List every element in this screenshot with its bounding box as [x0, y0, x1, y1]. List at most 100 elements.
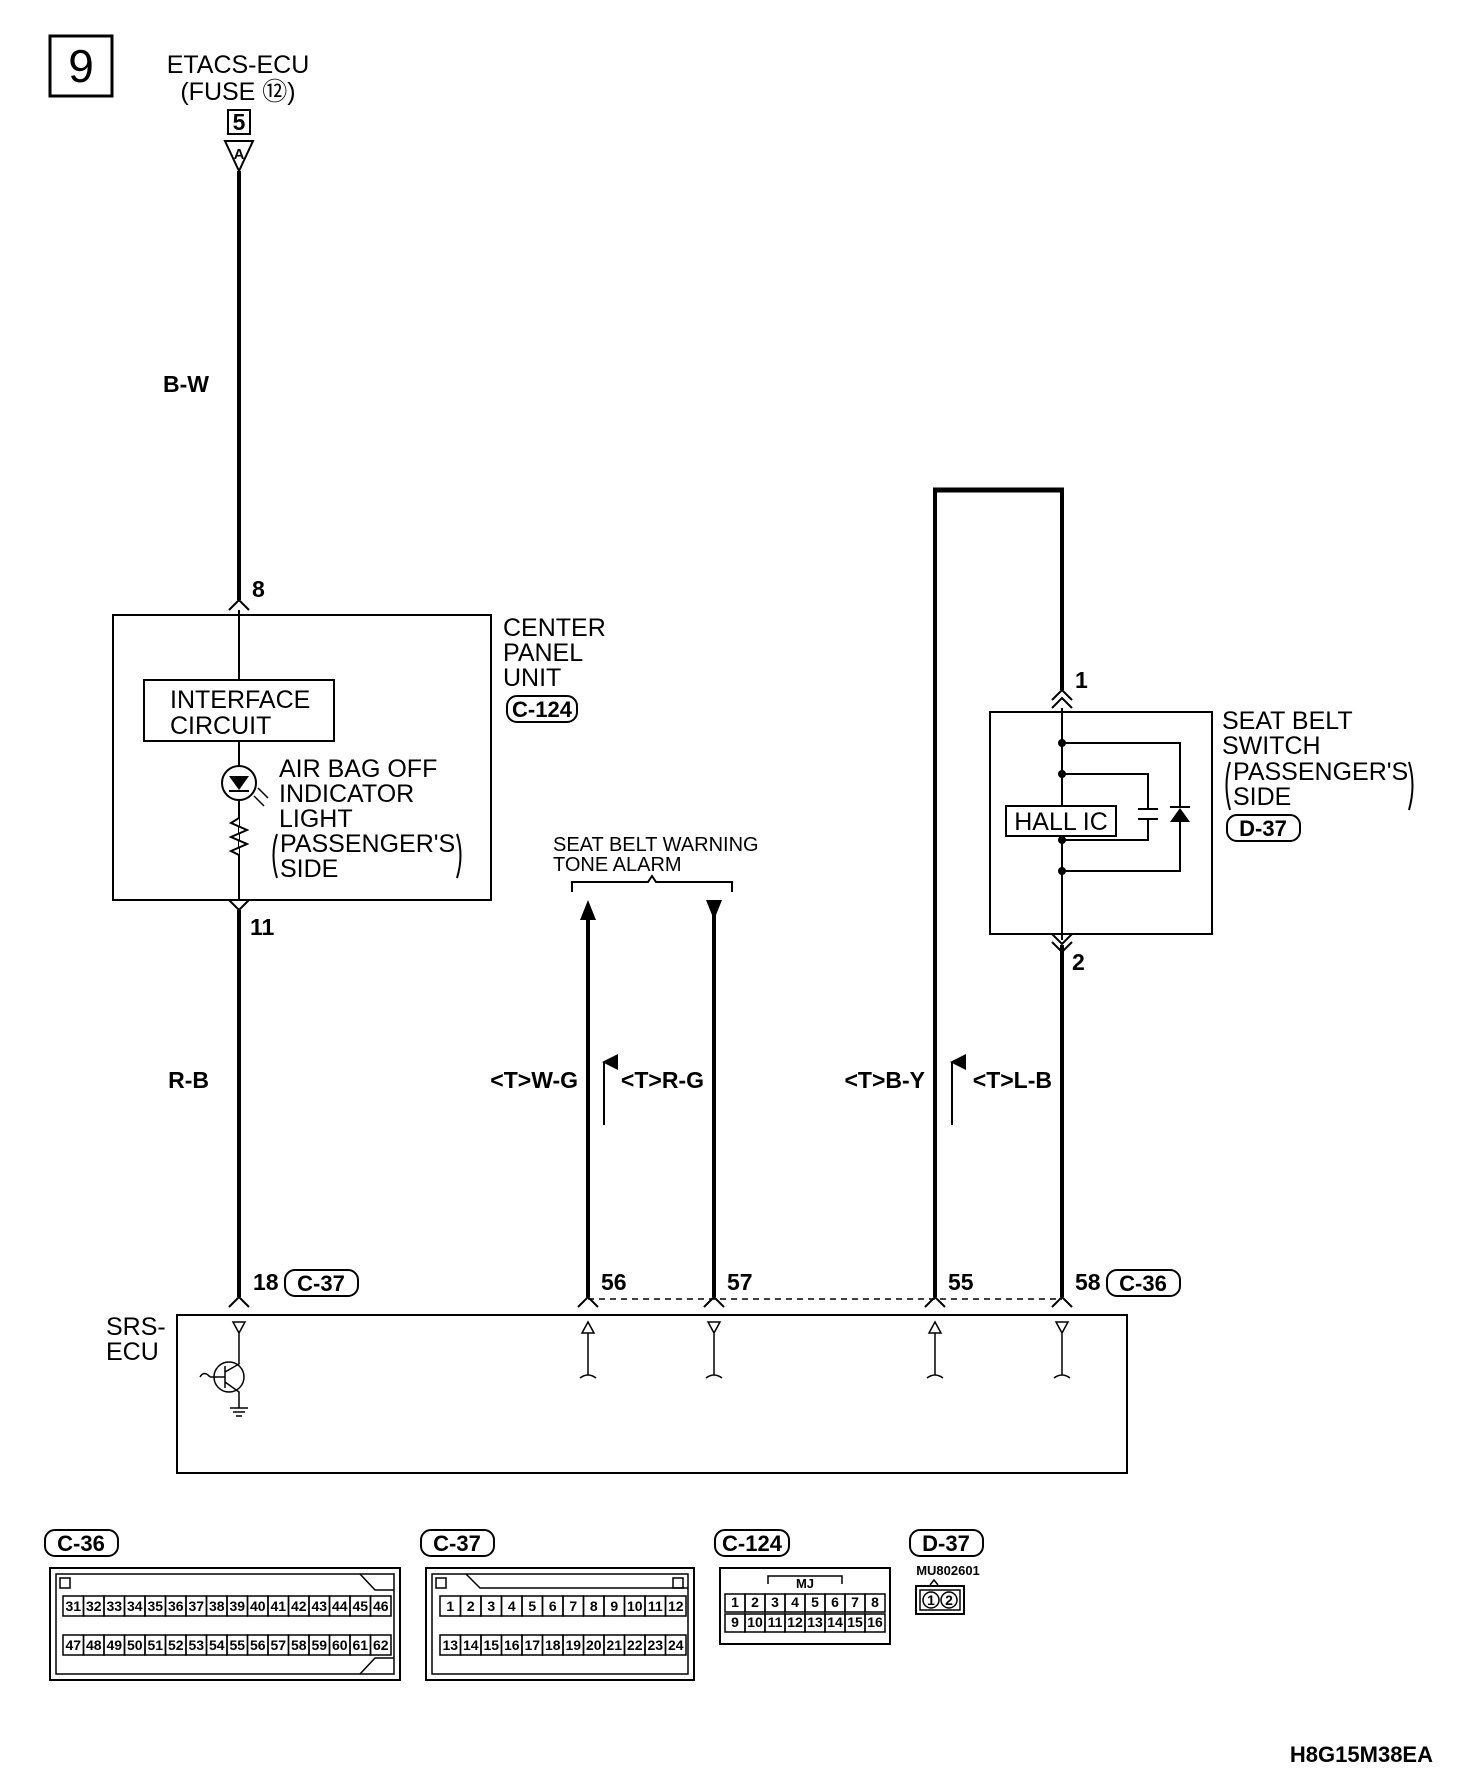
connector-pin-number: 3 [771, 1594, 779, 1610]
connector-pin-number: 12 [787, 1614, 803, 1630]
pin-11-label: 11 [250, 914, 275, 940]
d37-face-label: D-37 [922, 1531, 970, 1556]
connector-pin-number: 42 [291, 1598, 307, 1614]
c36-face-key [59, 1577, 71, 1589]
connector-pin-number: 51 [147, 1637, 163, 1653]
junction-dot-3 [1058, 836, 1066, 844]
connector-pin-number: 18 [545, 1637, 561, 1653]
connector-pin-number: 44 [332, 1598, 348, 1614]
indicator-line4: PASSENGER'S [280, 830, 455, 858]
pin-8-arrow [228, 598, 250, 611]
connector-pin-number: 55 [229, 1637, 245, 1653]
pin-55-label: 55 [948, 1269, 974, 1295]
srs-term-57 [705, 1321, 723, 1379]
connector-pin-number: 32 [86, 1598, 102, 1614]
connector-pin-number: 5 [811, 1594, 819, 1610]
connector-cavity [864, 1613, 886, 1633]
center-panel-line2: PANEL [503, 639, 583, 667]
connector-pin-number: 1 [731, 1594, 739, 1610]
connector-cavity [664, 1634, 687, 1656]
connector-pin-number: 39 [229, 1598, 245, 1614]
connector-pin-number: 48 [86, 1637, 102, 1653]
connector-pin-number: 12 [668, 1598, 684, 1614]
d37-label-box [1226, 814, 1301, 842]
connector-pin-number: 16 [504, 1637, 520, 1653]
c36-face-inner [55, 1573, 395, 1675]
wire-w-g-arrowhead [580, 900, 596, 920]
connector-pin-number: 20 [586, 1637, 602, 1653]
c37-face-label-box [420, 1529, 495, 1557]
junction-dot-4 [1058, 867, 1066, 875]
c36-face-label-box [44, 1529, 119, 1557]
connector-pin-number: 43 [311, 1598, 327, 1614]
connector-pin-number: 54 [209, 1637, 225, 1653]
resistor-icon [228, 808, 250, 870]
connector-pin-number: 6 [831, 1594, 839, 1610]
alarm-line1: SEAT BELT WARNING [553, 834, 759, 856]
center-panel-line1: CENTER [503, 614, 606, 642]
c37-face-inner [431, 1573, 689, 1675]
fuse-label: (FUSE ⑫) [180, 78, 295, 106]
c36-face [49, 1567, 401, 1681]
seat-belt-switch-line1: SEAT BELT [1222, 707, 1353, 735]
c124-face-label-box [714, 1529, 790, 1557]
d37-face-label-box [909, 1529, 984, 1557]
page-number: 9 [68, 40, 94, 92]
srs-pin-57-arrow [703, 1295, 725, 1308]
hall-ic-box [1005, 805, 1117, 837]
connector-pin-number: 56 [250, 1637, 266, 1653]
pin-1-arrow [1051, 688, 1073, 709]
seat-belt-switch-box [989, 711, 1213, 935]
alarm-line2: TONE ALARM [553, 854, 682, 876]
pin-56-label: 56 [601, 1269, 627, 1295]
connector-pin-number: 47 [65, 1637, 81, 1653]
interface-line1: INTERFACE [170, 686, 310, 714]
pin-2-label: 2 [1072, 949, 1085, 975]
connector-pin-number: 61 [352, 1637, 368, 1653]
c124-label-box [506, 695, 578, 723]
srs-pin-55-arrow [924, 1295, 946, 1308]
srs-pin-18-arrow [228, 1295, 250, 1308]
connector-pin-number: 8 [590, 1598, 598, 1614]
pin-18-label: 18 [253, 1269, 279, 1295]
connector-pin-number: 9 [731, 1614, 739, 1630]
wire-b-w-label: B-W [163, 371, 209, 397]
connector-pin-number: 2 [751, 1594, 759, 1610]
connector-pin-number: 5 [528, 1598, 536, 1614]
c37-face-notch [465, 1573, 688, 1589]
light-ray-2 [257, 787, 269, 799]
indicator-paren-left [272, 833, 278, 879]
connector-pin-number: 53 [188, 1637, 204, 1653]
connector-pin-number: 60 [332, 1637, 348, 1653]
connector-pin-number: 6 [549, 1598, 557, 1614]
connector-pin-number: 13 [442, 1637, 458, 1653]
connector-pin-number: 14 [827, 1614, 843, 1630]
c36-face-notch [359, 1573, 394, 1675]
srs-ecu-line2: ECU [106, 1338, 159, 1366]
connector-pin-number: 8 [871, 1594, 879, 1610]
c37-face-key-2 [672, 1577, 684, 1589]
switch-paren-left [1225, 761, 1231, 811]
wire-w-g-label: <T>W-G [490, 1067, 578, 1093]
connector-pin-number: 31 [65, 1598, 81, 1614]
connector-pin-number: 59 [311, 1637, 327, 1653]
indicator-line3: LIGHT [279, 805, 353, 833]
hall-ic-label: HALL IC [1014, 808, 1108, 836]
connector-pin-number: 9 [610, 1598, 618, 1614]
connector-pin-number: 33 [106, 1598, 122, 1614]
d37-label: D-37 [1239, 816, 1287, 841]
pin-11-arrow [228, 899, 250, 912]
connector-a-triangle [223, 140, 255, 174]
etacs-ecu-label: ETACS-ECU [167, 51, 310, 79]
c37-face [425, 1567, 695, 1681]
c37-face-label: C-37 [433, 1531, 481, 1556]
fuse-pin-box [227, 109, 251, 135]
alarm-brace [571, 874, 733, 892]
srs-term-55 [926, 1320, 944, 1379]
connector-pin-number: 57 [270, 1637, 286, 1653]
transistor-leads [199, 1350, 248, 1417]
connector-pin-number: 45 [352, 1598, 368, 1614]
connector-pin-number: 41 [270, 1598, 286, 1614]
